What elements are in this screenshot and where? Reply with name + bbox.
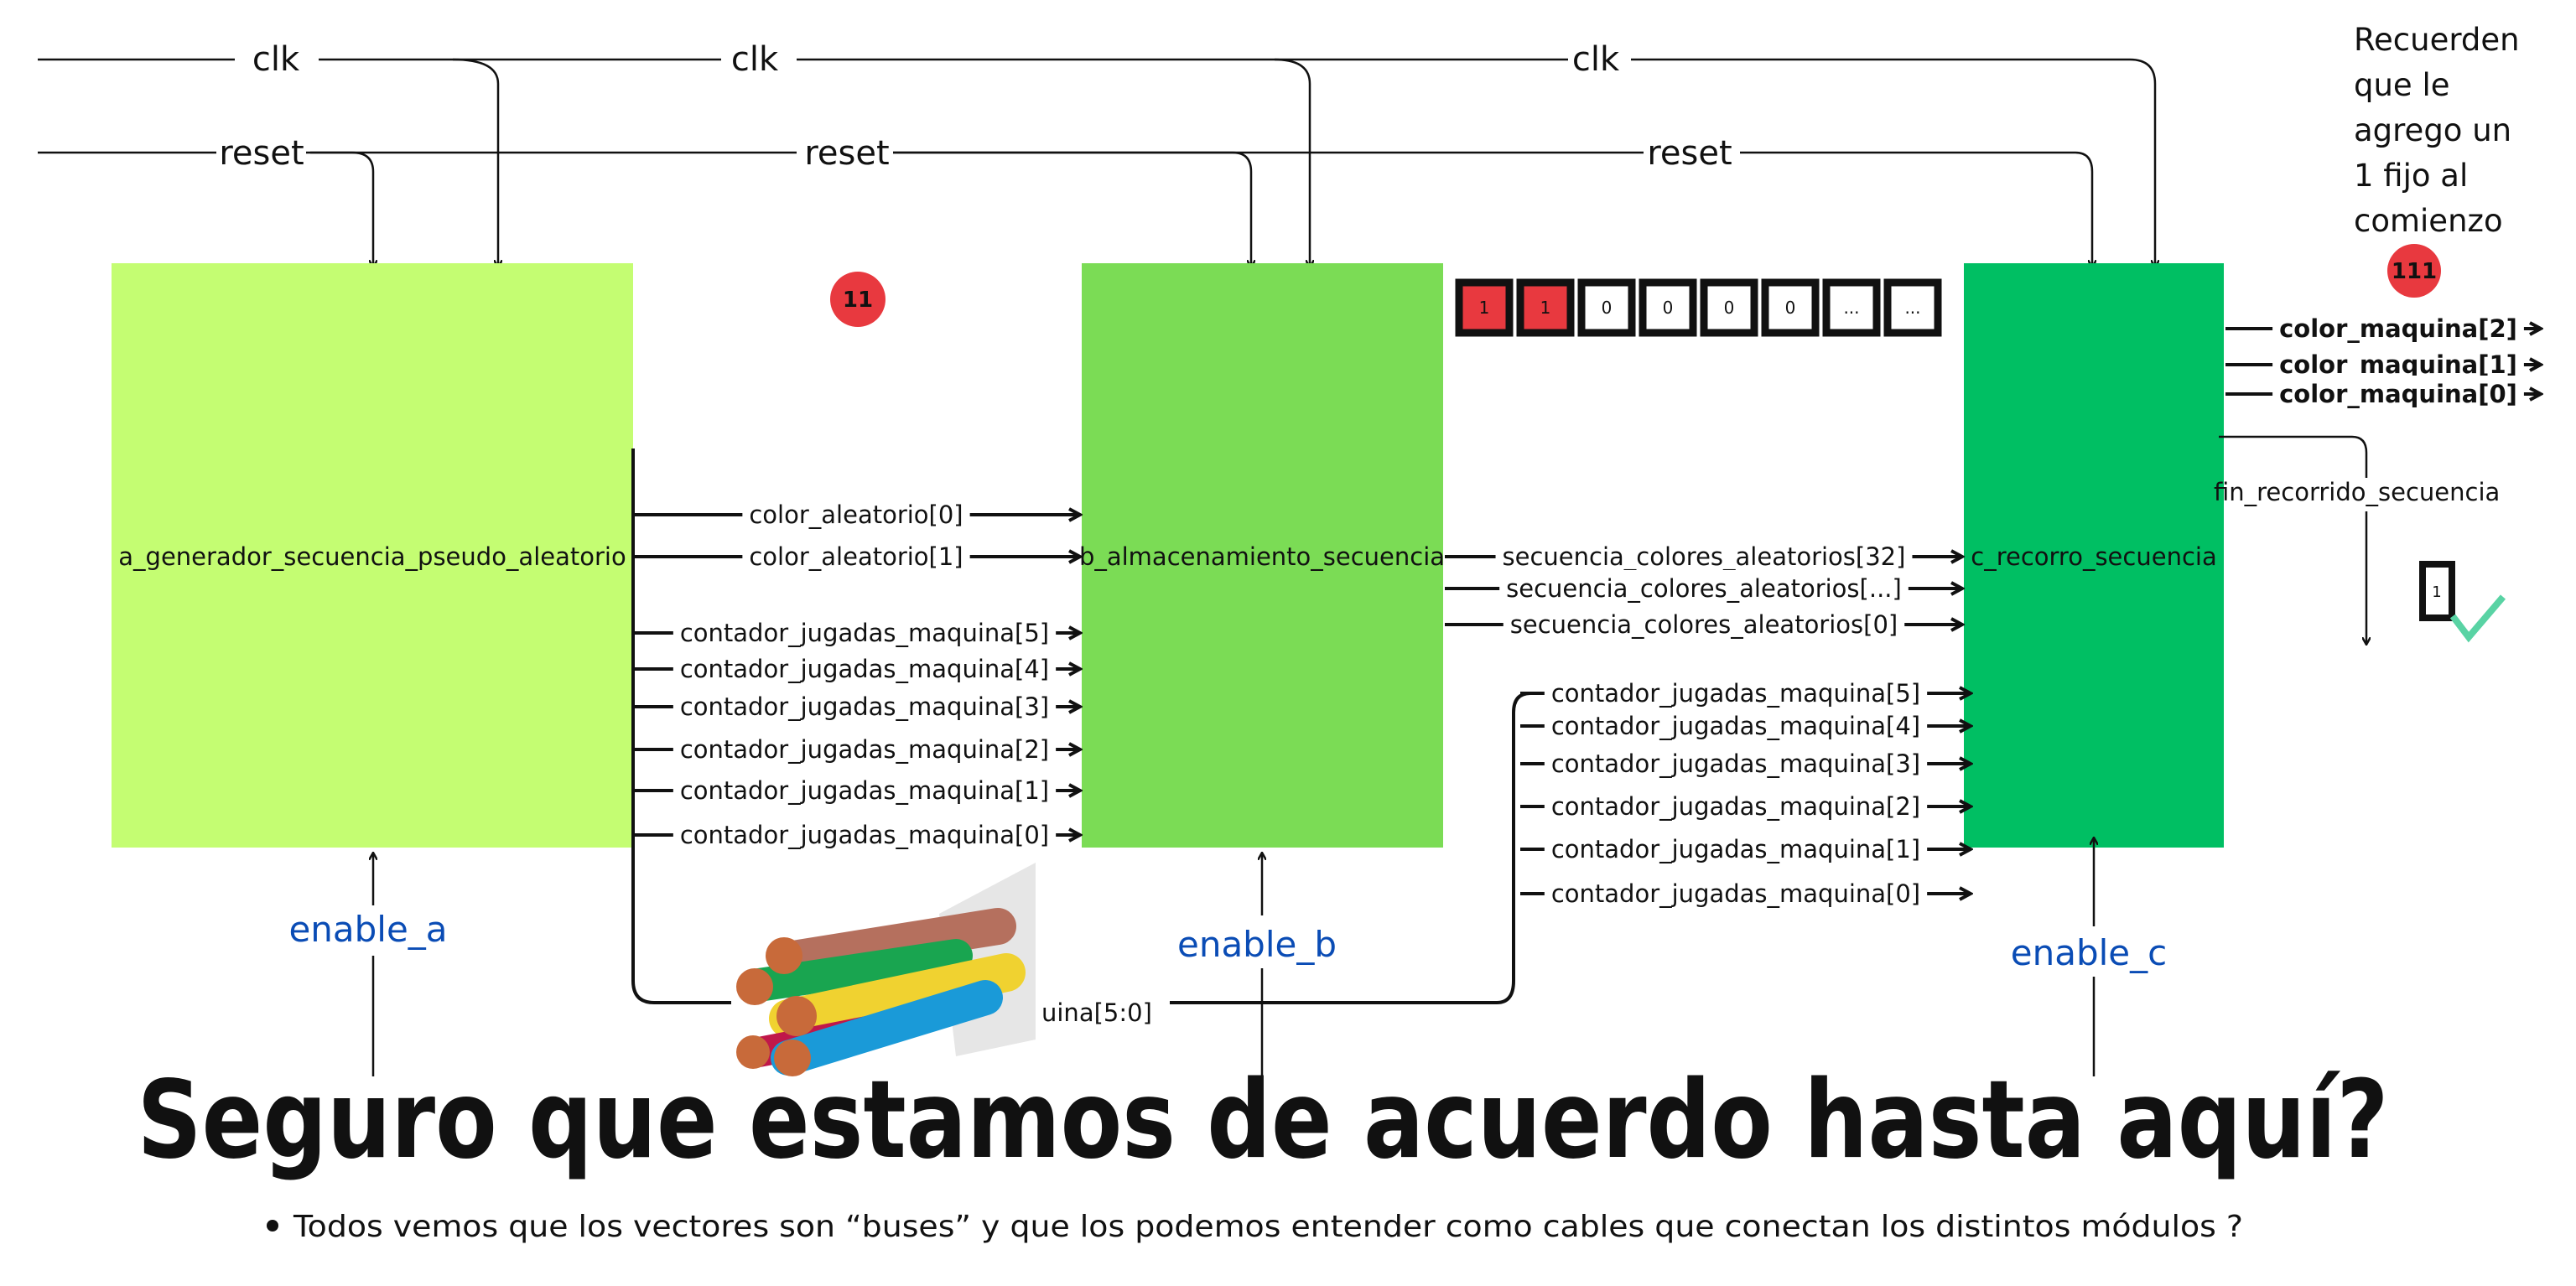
note-line: que le (2354, 67, 2450, 103)
bit-cell (1455, 278, 1514, 337)
signal-label: secuencia_colores_aleatorios[32] (1503, 542, 1906, 571)
signal: contador_jugadas_maquina[4] (1520, 708, 1971, 741)
signal-label: contador_jugadas_maquina[1] (680, 776, 1049, 805)
signal: color_maquina[0] (2225, 376, 2541, 409)
badge-b-text: 11 (843, 288, 873, 313)
enable-c-label: enable_c (2011, 932, 2167, 973)
badge-c (2387, 244, 2441, 298)
bit-value: ... (1843, 298, 1859, 318)
bit-cell (1516, 278, 1575, 337)
signal-label: contador_jugadas_maquina[2] (1551, 792, 1920, 821)
signal: contador_jugadas_maquina[4] (635, 651, 1080, 684)
signal-label: color_aleatorio[1] (749, 542, 963, 571)
signal-label: contador_jugadas_maquina[4] (680, 655, 1049, 683)
note-line: agrego un (2354, 112, 2511, 148)
bit-cell (1883, 278, 1942, 337)
bit-cell (1700, 278, 1758, 337)
clk-wire (38, 58, 2155, 267)
cable-image (736, 863, 1036, 1076)
fin-wire (2219, 435, 2368, 478)
bit-value: 0 (1724, 298, 1735, 318)
signal-label: secuencia_colores_aleatorios[...] (1506, 574, 1902, 603)
signal-label: contador_jugadas_maquina[5] (1551, 679, 1920, 708)
clk-label: clk (252, 40, 300, 79)
bit-cell (1822, 278, 1881, 337)
signal: secuencia_colores_aleatorios[32] (1445, 538, 1962, 572)
signal: contador_jugadas_maquina[1] (1520, 831, 1971, 864)
signal: contador_jugadas_maquina[5] (635, 614, 1080, 648)
signal-label: contador_jugadas_maquina[3] (1551, 749, 1920, 778)
bus-wire (631, 449, 731, 1004)
bit-value: 1 (1540, 298, 1551, 318)
signal-label: contador_jugadas_maquina[0] (680, 821, 1049, 849)
clk-label: clk (731, 40, 779, 79)
signal: contador_jugadas_maquina[3] (1520, 745, 1971, 779)
bit-value: ... (1904, 298, 1920, 318)
signal: secuencia_colores_aleatorios[0] (1445, 606, 1962, 640)
note-text: Recuerden que le agrego un 1 fijo al comienz… (2354, 22, 2520, 239)
reset-label: reset (1647, 134, 1732, 173)
bit-vector: 1 1 0 0 0 0...... (1455, 278, 1942, 337)
reset-label: reset (219, 134, 304, 173)
signal: contador_jugadas_maquina[2] (635, 731, 1080, 765)
signal-label: color_maquina[2] (2279, 314, 2517, 343)
signal-label: color_maquina[0] (2279, 380, 2517, 408)
fin-value-box (2419, 561, 2455, 621)
signal: contador_jugadas_maquina[5] (1520, 675, 1971, 708)
signal-label: contador_jugadas_maquina[5] (680, 619, 1049, 647)
fin-value: 1 (2432, 583, 2441, 601)
reset-wire (38, 151, 2092, 267)
slide-title: Seguro que estamos de acuerdo hasta aquí… (138, 1058, 2389, 1183)
bit-value: 0 (1602, 298, 1613, 318)
signal-label: color_maquina[1] (2279, 350, 2517, 379)
signal: contador_jugadas_maquina[0] (1520, 875, 1971, 909)
signal: color_maquina[2] (2225, 310, 2541, 344)
signal: color_aleatorio[0] (635, 496, 1080, 530)
module-c-block[interactable] (1964, 263, 2224, 848)
note-line: comienzo (2354, 203, 2503, 239)
bit-value: 0 (1785, 298, 1796, 318)
bullet-icon (267, 1220, 278, 1232)
reset-label: reset (804, 134, 889, 173)
signal-label: contador_jugadas_maquina[4] (1551, 712, 1920, 740)
bit-value: 0 (1663, 298, 1674, 318)
bit-value: 1 (1479, 298, 1490, 318)
bit-cell (1577, 278, 1636, 337)
enable-a-label: enable_a (288, 909, 447, 950)
signal: contador_jugadas_maquina[1] (635, 772, 1080, 806)
signal-label: contador_jugadas_maquina[3] (680, 692, 1049, 721)
clk-label: clk (1572, 40, 1620, 79)
bit-cell (1639, 278, 1697, 337)
bullet-text: Todos vemos que los vectores son “buses”… (293, 1210, 2243, 1244)
bit-cell (1761, 278, 1820, 337)
signal-label: secuencia_colores_aleatorios[0] (1510, 610, 1898, 639)
signal-label: contador_jugadas_maquina[0] (1551, 879, 1920, 908)
signal: contador_jugadas_maquina[0] (635, 817, 1080, 850)
badge-c-text: 111 (2392, 259, 2437, 284)
signal: contador_jugadas_maquina[3] (635, 688, 1080, 722)
module-b-block[interactable] (1082, 263, 1443, 848)
signal: color_maquina[1] (2225, 346, 2541, 380)
signal-label: contador_jugadas_maquina[2] (680, 735, 1049, 764)
fin-label: fin_recorrido_secuencia (2214, 478, 2500, 506)
bus-label: uina[5:0] (1041, 998, 1152, 1027)
module-c-name: c_recorro_secuencia (1971, 542, 2216, 571)
enable-b-label: enable_b (1177, 924, 1337, 965)
module-b-name: b_almacenamiento_secuencia (1079, 542, 1445, 571)
note-line: 1 fijo al (2354, 158, 2468, 194)
badge-b (830, 272, 886, 327)
check-icon (2449, 594, 2506, 643)
module-a-block[interactable] (112, 263, 633, 848)
signal: contador_jugadas_maquina[2] (1520, 788, 1971, 822)
signal-label: color_aleatorio[0] (749, 500, 963, 529)
note-line: Recuerden (2354, 22, 2520, 58)
signal: color_aleatorio[1] (635, 538, 1080, 572)
signal-label: contador_jugadas_maquina[1] (1551, 835, 1920, 863)
signal: secuencia_colores_aleatorios[...] (1445, 570, 1962, 604)
signal-wires: color_aleatorio[0] color_aleatorio[1]cont… (635, 310, 2541, 909)
module-a-name: a_generador_secuencia_pseudo_aleatorio (118, 542, 626, 571)
